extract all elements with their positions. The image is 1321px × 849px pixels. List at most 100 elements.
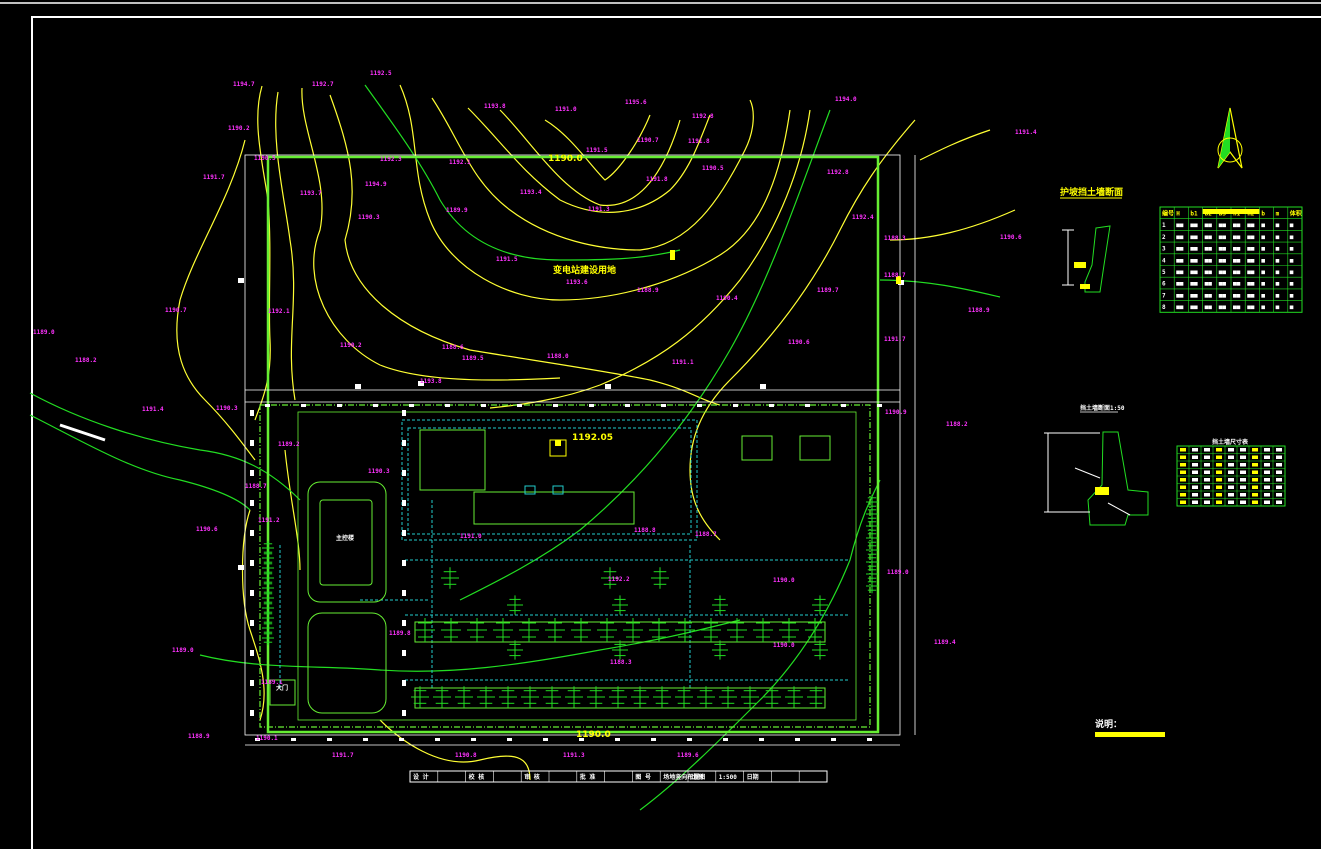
table-cell-mark bbox=[1240, 485, 1246, 489]
contour-line bbox=[499, 109, 681, 206]
table-cell-mark bbox=[1276, 485, 1282, 489]
table-cell-mark bbox=[1180, 448, 1186, 452]
switch-bay bbox=[612, 640, 628, 660]
table-cell: ■■ bbox=[1219, 257, 1227, 264]
edge-mark bbox=[250, 410, 254, 416]
contour-line bbox=[919, 129, 991, 161]
equipment-box bbox=[799, 435, 831, 461]
switch-bay bbox=[712, 640, 728, 660]
edge-mark bbox=[250, 500, 254, 506]
elevation-label: 1190.3 bbox=[368, 468, 390, 475]
table-cell-mark bbox=[1252, 463, 1258, 467]
switch-bay bbox=[866, 578, 878, 594]
table-cell-mark bbox=[1180, 478, 1186, 482]
contour-line bbox=[889, 209, 1016, 241]
edge-mark bbox=[363, 738, 368, 741]
table-cell-mark bbox=[1216, 500, 1222, 504]
edge-mark bbox=[867, 738, 872, 741]
elevation-label: 1188.8 bbox=[634, 527, 656, 534]
elevation-label: 1192.1 bbox=[268, 308, 290, 315]
edge-mark bbox=[355, 384, 361, 389]
contour-line bbox=[379, 719, 531, 781]
table-cell: ■■ bbox=[1190, 257, 1198, 264]
main-elevation-label: 1192.05 bbox=[572, 433, 613, 443]
title-block-cell: 场地竖向布置图 bbox=[663, 773, 705, 781]
edge-mark bbox=[402, 470, 406, 476]
elevation-label: 1189.2 bbox=[278, 441, 300, 448]
edge-mark bbox=[402, 620, 406, 626]
wall-section-1 bbox=[1062, 225, 1111, 293]
table-cell-mark bbox=[1252, 448, 1258, 452]
elevation-label: 1191.0 bbox=[460, 533, 482, 540]
elevation-label: 1190.2 bbox=[228, 125, 250, 132]
table-cell-mark bbox=[1216, 493, 1222, 497]
edge-mark bbox=[481, 404, 486, 407]
elevation-label: 1191.0 bbox=[555, 106, 577, 113]
edge-mark bbox=[877, 404, 882, 407]
switch-bay bbox=[441, 567, 459, 589]
table-cell: ■■ bbox=[1176, 222, 1184, 229]
switch-bay bbox=[587, 686, 605, 708]
elevation-label: 1190.0 bbox=[773, 577, 795, 584]
road-entrance bbox=[59, 423, 106, 442]
elevation-label: 1188.7 bbox=[884, 272, 906, 279]
edge-mark bbox=[402, 500, 406, 506]
wall-size-table bbox=[1176, 445, 1286, 507]
table-cell: ■■ bbox=[1219, 234, 1227, 241]
table-cell: ■ bbox=[1290, 269, 1294, 276]
elevation-label: 1188.9 bbox=[968, 307, 990, 314]
table-cell-mark bbox=[1264, 463, 1270, 467]
table-cell: ■■ bbox=[1176, 257, 1184, 264]
title-block-cell: 审 核 bbox=[524, 773, 540, 781]
table-cell-mark bbox=[1252, 455, 1258, 459]
elevation-label: 1190.8 bbox=[455, 752, 477, 759]
table-cell-mark bbox=[1276, 448, 1282, 452]
table-cell: ■ bbox=[1276, 234, 1280, 241]
elevation-label: 1192.8 bbox=[692, 113, 714, 120]
table-cell: m bbox=[1276, 211, 1280, 218]
table-cell-mark bbox=[1228, 478, 1234, 482]
elevation-label: 1188.0 bbox=[547, 353, 569, 360]
edge-mark bbox=[337, 404, 342, 407]
switch-bay bbox=[507, 595, 523, 615]
table-cell-mark bbox=[1180, 463, 1186, 467]
utility-loop bbox=[407, 427, 692, 535]
edge-mark bbox=[402, 440, 406, 446]
table-cell-mark bbox=[1180, 493, 1186, 497]
elevation-label: 1191.2 bbox=[258, 517, 280, 524]
switch-bay bbox=[411, 686, 429, 708]
survey-marker bbox=[670, 250, 675, 260]
switch-bay bbox=[262, 630, 274, 646]
table-cell: ■■ bbox=[1233, 281, 1241, 288]
table-cell: ■ bbox=[1276, 246, 1280, 253]
table-cell: ■ bbox=[1276, 292, 1280, 299]
edge-mark bbox=[265, 404, 270, 407]
contour-line bbox=[639, 479, 881, 811]
switch-bay bbox=[812, 595, 828, 615]
table-cell-mark bbox=[1180, 500, 1186, 504]
table-cell: ■■ bbox=[1190, 304, 1198, 311]
table-cell: ■■ bbox=[1247, 269, 1255, 276]
title-block-cell: 比例 bbox=[691, 773, 703, 781]
elevation-label: 1189.0 bbox=[33, 329, 55, 336]
table-cell-mark bbox=[1228, 448, 1234, 452]
elevation-label: 1194.7 bbox=[233, 81, 255, 88]
elevation-label: 1190.6 bbox=[1000, 234, 1022, 241]
wall-dimension-table: 编号Hb1b2b3h1h2bm体积1■■■■■■■■■■■■■■■2■■■■■■… bbox=[1159, 206, 1303, 313]
table-cell-mark bbox=[1240, 470, 1246, 474]
yard-layout bbox=[269, 429, 831, 714]
table-cell-mark bbox=[1204, 500, 1210, 504]
elevation-label: 1191.8 bbox=[688, 138, 710, 145]
table-cell: ■■ bbox=[1247, 257, 1255, 264]
table-cell: ■■ bbox=[1190, 269, 1198, 276]
switch-bay bbox=[701, 618, 721, 642]
table-cell: ■■ bbox=[1233, 257, 1241, 264]
title-block-cell: 设 计 bbox=[413, 773, 429, 781]
elevation-label: 1189.8 bbox=[389, 630, 411, 637]
contour-line bbox=[689, 119, 916, 541]
edge-mark bbox=[589, 404, 594, 407]
table-cell-mark bbox=[1180, 455, 1186, 459]
table-cell: 6 bbox=[1162, 281, 1166, 288]
edge-mark bbox=[651, 738, 656, 741]
